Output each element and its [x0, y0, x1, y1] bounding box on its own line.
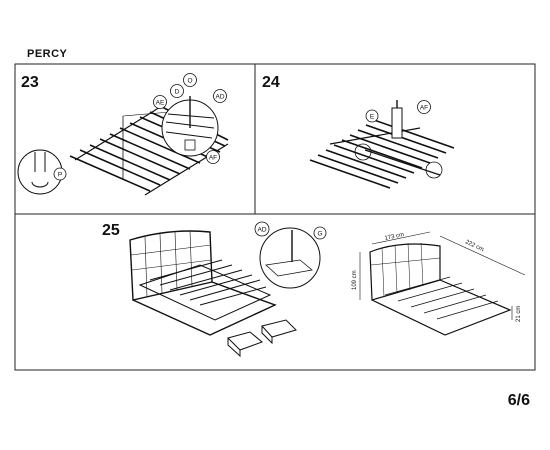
detail-circle [259, 227, 321, 289]
label-AD: AD [215, 94, 224, 101]
label-AF: AF [420, 105, 428, 112]
dimension-length: 222 cm [464, 239, 484, 253]
label-G: G [317, 231, 322, 238]
step-number-24: 24 [262, 74, 280, 91]
dimension-width: 173 cm [384, 232, 405, 242]
page-number: 6/6 [507, 392, 530, 409]
step-25-illustration: AD G 173 cm 222 cm 109 cm 21 cm [129, 221, 526, 358]
label-O: O [187, 78, 192, 85]
label-AF: AF [209, 155, 217, 162]
panel-border [14, 63, 536, 371]
dimension-side: 21 cm [516, 306, 522, 322]
step-24-illustration: E AF [309, 100, 455, 189]
label-E: E [370, 114, 375, 121]
label-D: D [175, 89, 180, 96]
step-number-23: 23 [21, 74, 39, 91]
product-title: PERCY [27, 48, 68, 60]
label-AD: AD [257, 227, 266, 234]
step-23-illustration: AE D O AD AF P [17, 73, 229, 196]
label-P: P [58, 172, 62, 179]
label-AE: AE [156, 100, 165, 107]
step-number-25: 25 [102, 222, 120, 239]
dimension-height: 109 cm [352, 270, 358, 290]
